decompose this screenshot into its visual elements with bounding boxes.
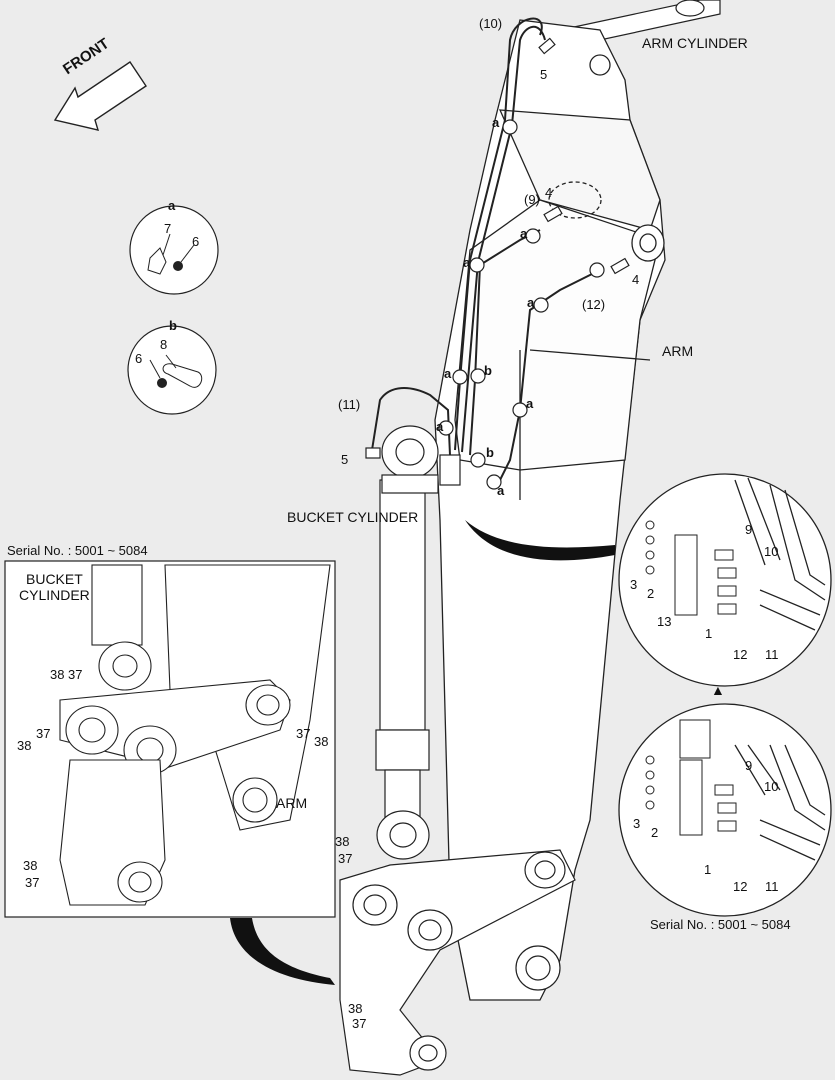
inset-bucket-label-line2: CYLINDER: [19, 587, 90, 603]
curved-arrow-left: [230, 918, 335, 985]
callout-38-main-upper: 38: [335, 834, 350, 849]
inset-serial-box: [4, 560, 336, 918]
callout-4-lower: 4: [632, 272, 640, 287]
inset-callout-38: 38: [17, 738, 32, 753]
callout-5-bottom: 5: [341, 452, 349, 467]
inset-arm-label: ARM: [276, 795, 308, 811]
circle-bottom-callout-12: 12: [733, 879, 748, 894]
circle-bottom-callout-9: 9: [745, 758, 753, 773]
callout-hose-11: (11): [338, 397, 361, 412]
detail-a-letter: a: [168, 198, 176, 213]
callout-4-upper: 4: [545, 185, 553, 200]
inset-bucket-label-line1: BUCKET: [26, 571, 83, 587]
circle-top-callout-10: 10: [764, 544, 779, 559]
hydraulic-hoses: [371, 17, 601, 481]
arm-label: ARM: [662, 343, 694, 359]
circle-top-callout-3: 3: [630, 577, 638, 592]
curved-arrow-right: [465, 520, 615, 561]
callout-hose-9: (9): [524, 192, 540, 207]
inset-callout-38: 38: [314, 734, 329, 749]
clip-letter-a: a: [436, 419, 444, 434]
circle-bottom-callout-3: 3: [633, 816, 641, 831]
detail-circle-b: [127, 325, 217, 415]
circle-top-callout-12: 12: [733, 647, 748, 662]
arm-body: [434, 19, 666, 1001]
circle-top-callout-2: 2: [647, 586, 655, 601]
bucket-linkage: [339, 849, 576, 1076]
circle-top-callout-13: 13: [657, 614, 672, 629]
clip-letter-a: a: [497, 483, 505, 498]
inset-callout-38: 38: [23, 858, 38, 873]
clip-letter-b: b: [484, 363, 492, 378]
circle-top-callout-9: 9: [745, 522, 753, 537]
triangle-marker: ▲: [711, 682, 725, 698]
inset-callout-37: 37: [25, 875, 40, 890]
circle-bottom-callout-11: 11: [765, 879, 779, 894]
callout-hose-10: (10): [479, 16, 503, 31]
clip-letter-a: a: [463, 255, 471, 270]
serial-number-top: Serial No. : 5001 ~ 5084: [7, 543, 148, 558]
detail-b-letter: b: [169, 318, 177, 333]
detail-b-part-6: 6: [135, 351, 143, 366]
detail-circle-bottom: [618, 703, 832, 917]
callout-38-main-lower: 38: [348, 1001, 363, 1016]
front-arrow-icon: [53, 61, 147, 131]
callout-hose-12: (12): [582, 297, 606, 312]
clip-letter-a: a: [527, 295, 535, 310]
callout-37-main-lower: 37: [352, 1016, 367, 1031]
clip-letter-a: a: [526, 396, 534, 411]
clip-letter-b: b: [486, 445, 494, 460]
circle-bottom-callout-1: 1: [704, 862, 712, 877]
circle-bottom-callout-10: 10: [764, 779, 779, 794]
callout-5-top: 5: [540, 67, 548, 82]
detail-a-part-7: 7: [164, 221, 172, 236]
detail-a-part-6: 6: [192, 234, 200, 249]
circle-bottom-callout-2: 2: [651, 825, 659, 840]
circle-top-callout-11: 11: [765, 647, 779, 662]
arm-cylinder-label: ARM CYLINDER: [642, 35, 748, 51]
detail-circle-a: [129, 205, 219, 295]
inset-callout-38: 38: [50, 667, 65, 682]
hose-clamps: [365, 37, 630, 490]
circle-top-callout-1: 1: [705, 626, 713, 641]
bucket-cylinder-label: BUCKET CYLINDER: [287, 509, 419, 525]
clip-letter-a: a: [520, 226, 528, 241]
bucket-cylinder: [375, 425, 439, 860]
detail-b-part-8: 8: [160, 337, 168, 352]
inset-callout-37: 37: [36, 726, 51, 741]
callout-37-main-upper: 37: [338, 851, 353, 866]
clip-letter-a: a: [444, 366, 452, 381]
inset-callout-37: 37: [296, 726, 311, 741]
inset-callout-37: 37: [68, 667, 83, 682]
detail-circle-top: [618, 473, 832, 687]
clip-letter-a: a: [492, 115, 500, 130]
serial-number-bottom: Serial No. : 5001 ~ 5084: [650, 917, 791, 932]
